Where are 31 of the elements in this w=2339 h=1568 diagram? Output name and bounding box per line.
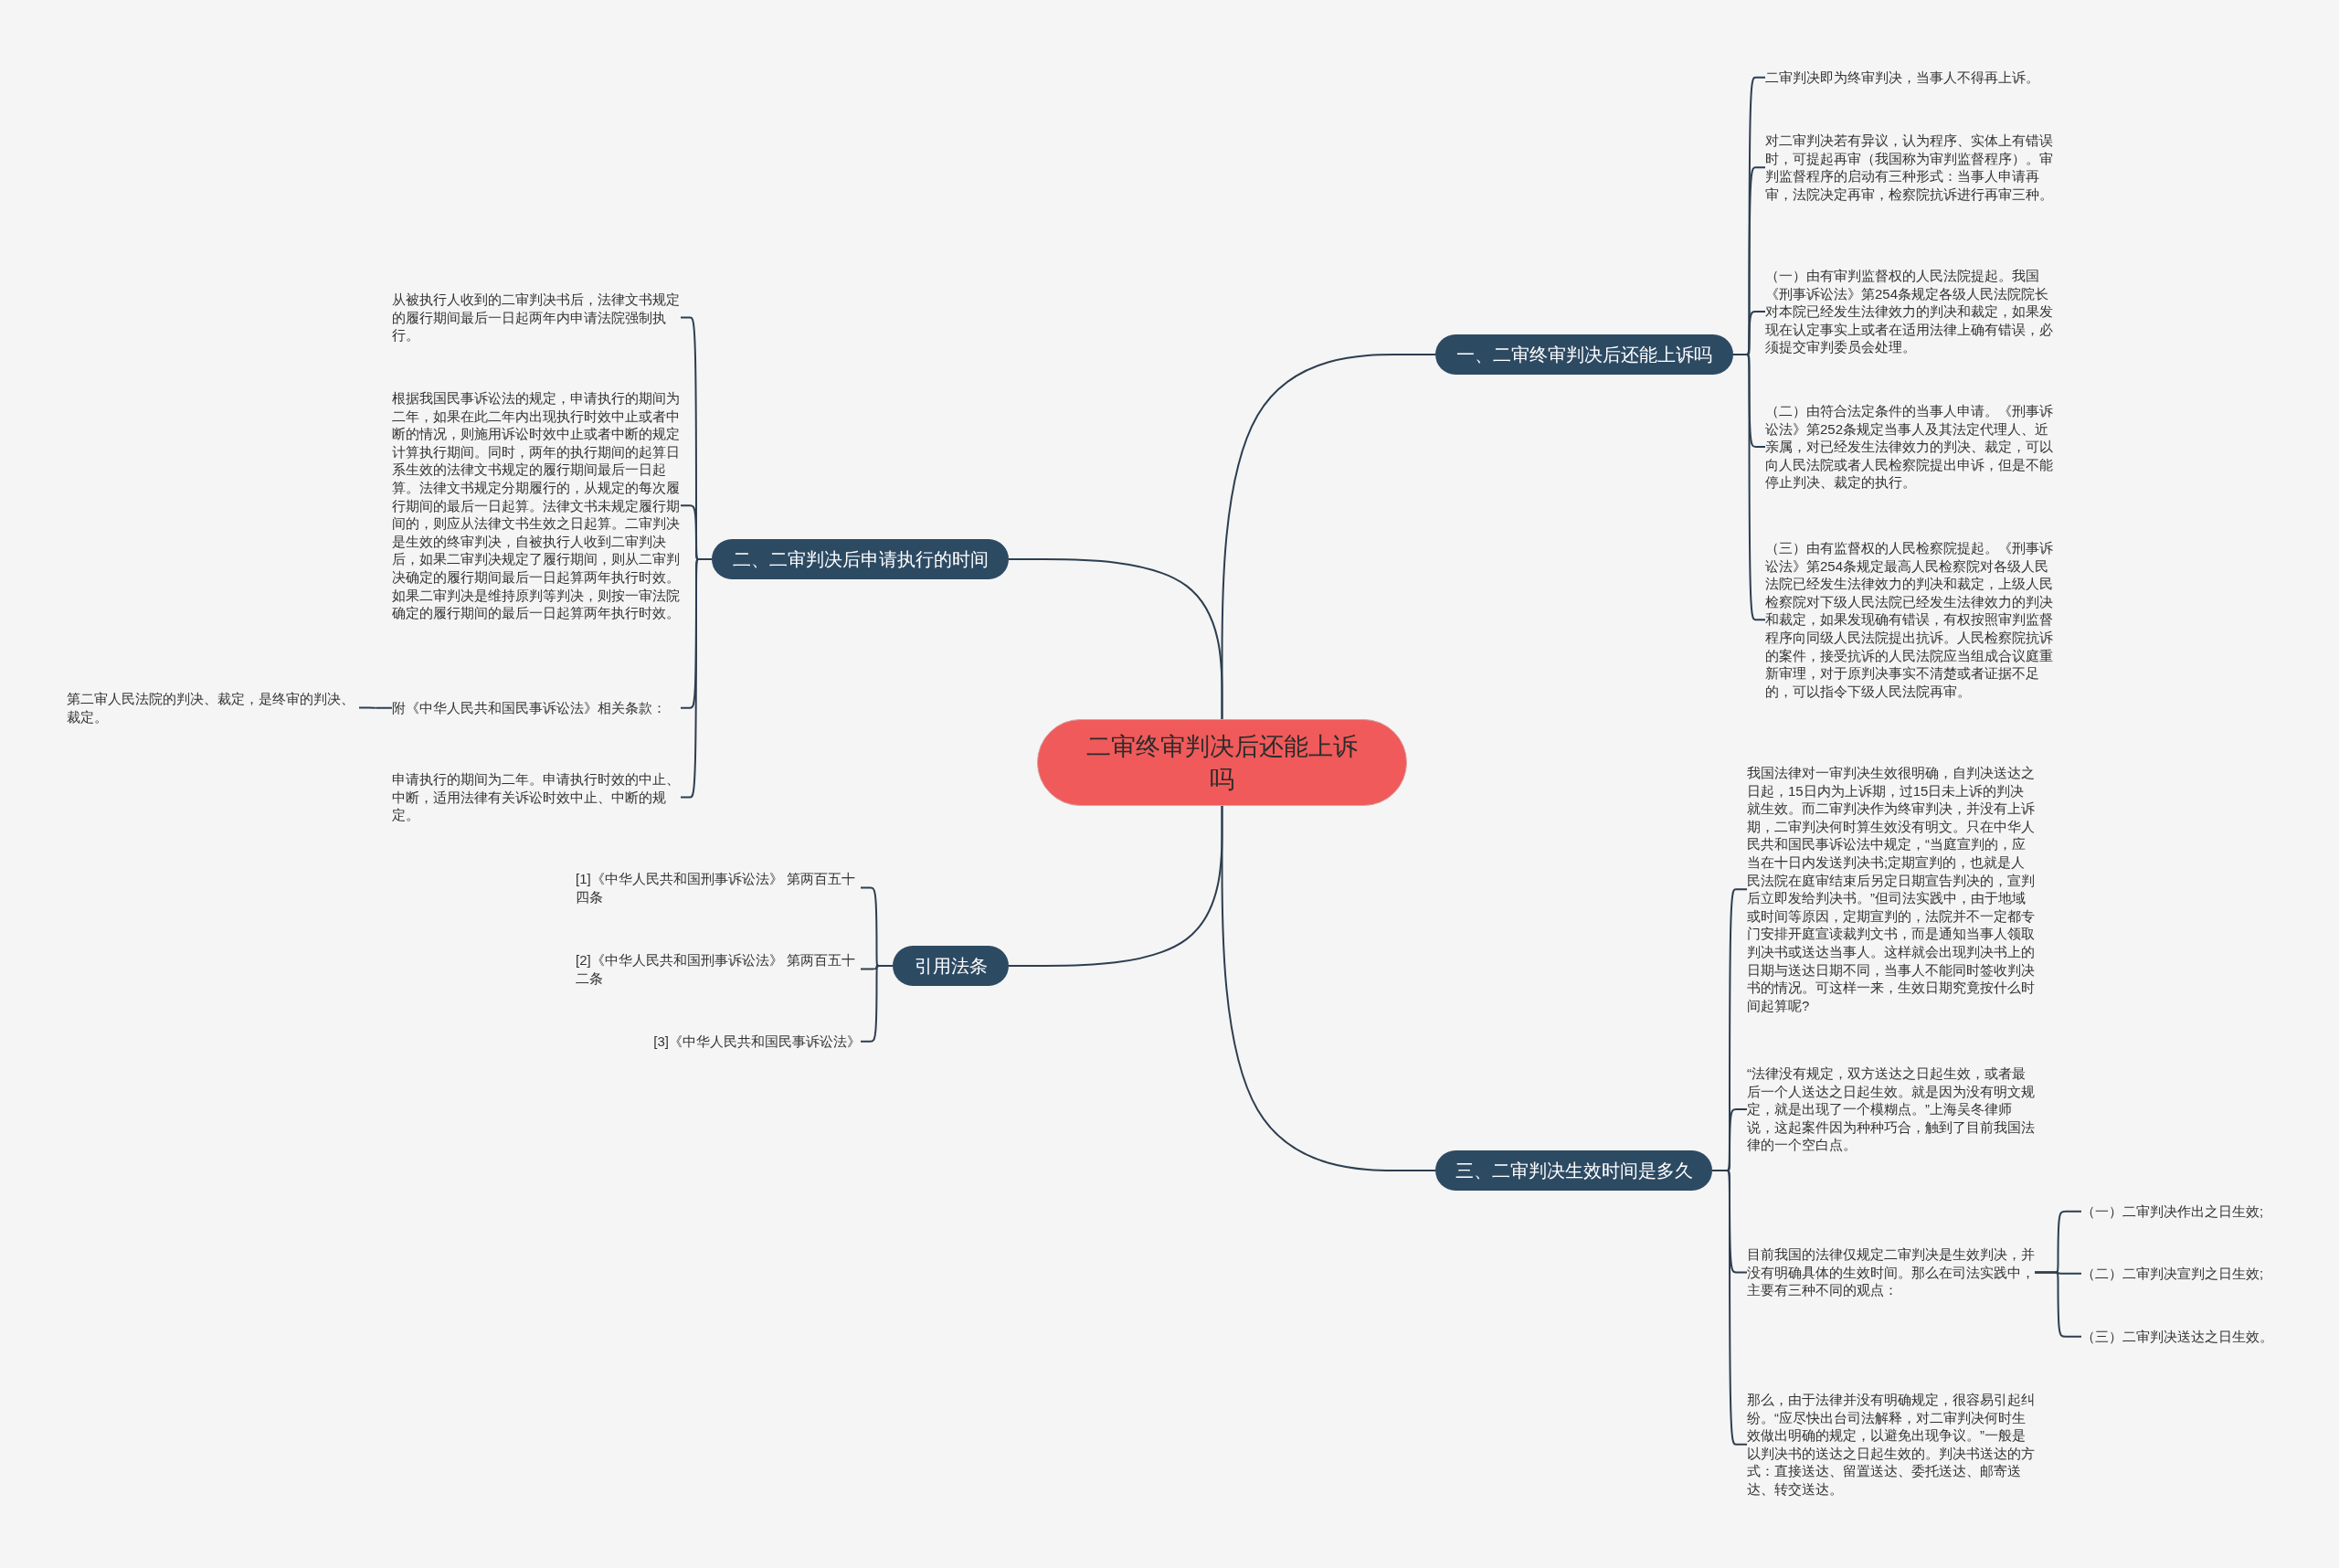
note-text: “法律没有规定，双方送达之日起生效，或者最后一个人送达之日起生效。就是因为没有明文规定，就是出现了一个模糊点。”上海吴冬律师说，这起案件因为种种巧合，触到了目前我国法律的一个空白点。	[1747, 1065, 2035, 1154]
note-text: （二）由符合法定条件的当事人申请。《刑事诉讼法》第252条规定当事人及其法定代理人、近亲属，对已经发生法律效力的判决、裁定，可以向人民法院或者人民检察院提出申诉，但是不能停止判决、裁定的执行。	[1765, 402, 2053, 492]
note-text: 我国法律对一审判决生效很明确，自判决送达之日起，15日内为上诉期，过15日未上诉的判决就生效。而二审判决作为终审判决，并没有上诉期，二审判决何时算生效没有明文。只在中华人民共和国民事诉讼法中规定，“当庭宣判的，应当在十日内发送判决书;定期宣判的，也就是人民法院在庭审结束后另定日期宣告判决的，宣判后立即发给判决书。”但司法实践中，由于地域或时间等原因，定期宣判的，法院并不一定都专门安排开庭宣读裁判文书，而是通知当事人领取判决书或送达当事人。这样就会出现判决书上的日期与送达日期不同，当事人不能同时签收判决书的情况。可这样一来，生效日期究竟按什么时间起算呢?	[1747, 764, 2035, 1015]
note-text: 目前我国的法律仅规定二审判决是生效判决，并没有明确具体的生效时间。那么在司法实践中，主要有三种不同的观点：	[1747, 1245, 2035, 1299]
note-text: [3]《中华人民共和国民事诉讼法》	[576, 1033, 861, 1051]
note-text: 申请执行的期间为二年。申请执行时效的中止、中断，适用法律有关诉讼时效中止、中断的规定。	[392, 770, 681, 824]
connector-line	[358, 706, 393, 709]
note-text: [2]《中华人民共和国刑事诉讼法》 第两百五十二条	[576, 951, 861, 988]
note-text: （二）二审判决宣判之日生效;	[2081, 1265, 2319, 1283]
note-text: 二审判决即为终审判决，当事人不得再上诉。	[1765, 69, 2053, 87]
note-text: 从被执行人收到的二审判决书后，法律文书规定的履行期间最后一日起两年内申请法院强制执行。	[392, 291, 681, 344]
connector-line	[1711, 1170, 1748, 1446]
note-text: 附《中华人民共和国民事诉讼法》相关条款：	[392, 699, 681, 717]
note-text: （三）由有监督权的人民检察院提起。《刑事诉讼法》第254条规定最高人民检察院对各级人民法院已经发生法律效力的判决和裁定，上级人民检察院对下级人民法院已经发生法律效力的判决和裁定，如果发现确有错误，有权按照审判监督程序向同级人民法院提出抗诉。人民检察院抗诉的案件，接受抗诉的人民法院应当组成合议庭重新审理，对于原判决事实不清楚或者证据不足的，可以指令下级人民法院再审。	[1765, 539, 2053, 701]
note-text: 根据我国民事诉讼法的规定，申请执行的期间为二年，如果在此二年内出现执行时效中止或者中断的情况，则施用诉讼时效中止或者中断的规定计算执行期间。同时，两年的执行期间的起算日系生效的法律文书规定的履行期间最后一日起算。法律文书规定分期履行的，从规定的每次履行期间的最后一日起算。法律文书未规定履行期间的，则应从法律文书生效之日起算。二审判决是生效的终审判决，自被执行人收到二审判决后，如果二审判决规定了履行期间，则从二审判决确定的履行期间最后一日起算两年执行时效。如果二审判决是维持原判等判决，则按一审法院确定的履行期间的最后一日起算两年执行时效。	[392, 389, 681, 622]
branch-topic: 一、二审终审判决后还能上诉吗	[1435, 334, 1733, 375]
note-text: （一）由有审判监督权的人民法院提起。我国《刑事诉讼法》第254条规定各级人民法院院长对本院已经发生法律效力的判决和裁定，如果发现在认定事实上或者在适用法律上确有错误，必须提交审判委员会处理。	[1765, 267, 2053, 356]
connector-line	[680, 558, 713, 799]
connector-line	[1008, 558, 1223, 720]
central-topic: 二审终审判决后还能上诉吗	[1037, 719, 1407, 806]
note-text: 第二审人民法院的判决、裁定，是终审的判决、裁定。	[67, 690, 359, 726]
note-text: 对二审判决若有异议，认为程序、实体上有错误时，可提起再审（我国称为审判监督程序）。审判监督程序的启动有三种形式：当事人申请再审，法院决定再审，检察院抗诉进行再审三种。	[1765, 132, 2053, 204]
note-text: （三）二审判决送达之日生效。	[2081, 1328, 2319, 1346]
note-text: [1]《中华人民共和国刑事诉讼法》 第两百五十四条	[576, 870, 861, 906]
branch-topic: 三、二审判决生效时间是多久	[1435, 1150, 1712, 1191]
branch-topic: 引用法条	[893, 946, 1009, 986]
note-text: 那么，由于法律并没有明确规定，很容易引起纠纷。“应尽快出台司法解释，对二审判决何时生效做出明确的规定，以避免出现争议。”一般是以判决书的送达之日起生效的。判决书送达的方式：直接送达、留置送达、委托送达、邮寄送达、转交送达。	[1747, 1391, 2035, 1499]
branch-topic: 二、二审判决后申请执行的时间	[712, 539, 1009, 579]
connector-line	[1732, 354, 1766, 621]
connector-line	[1221, 805, 1436, 1171]
note-text: （一）二审判决作出之日生效;	[2081, 1202, 2319, 1221]
